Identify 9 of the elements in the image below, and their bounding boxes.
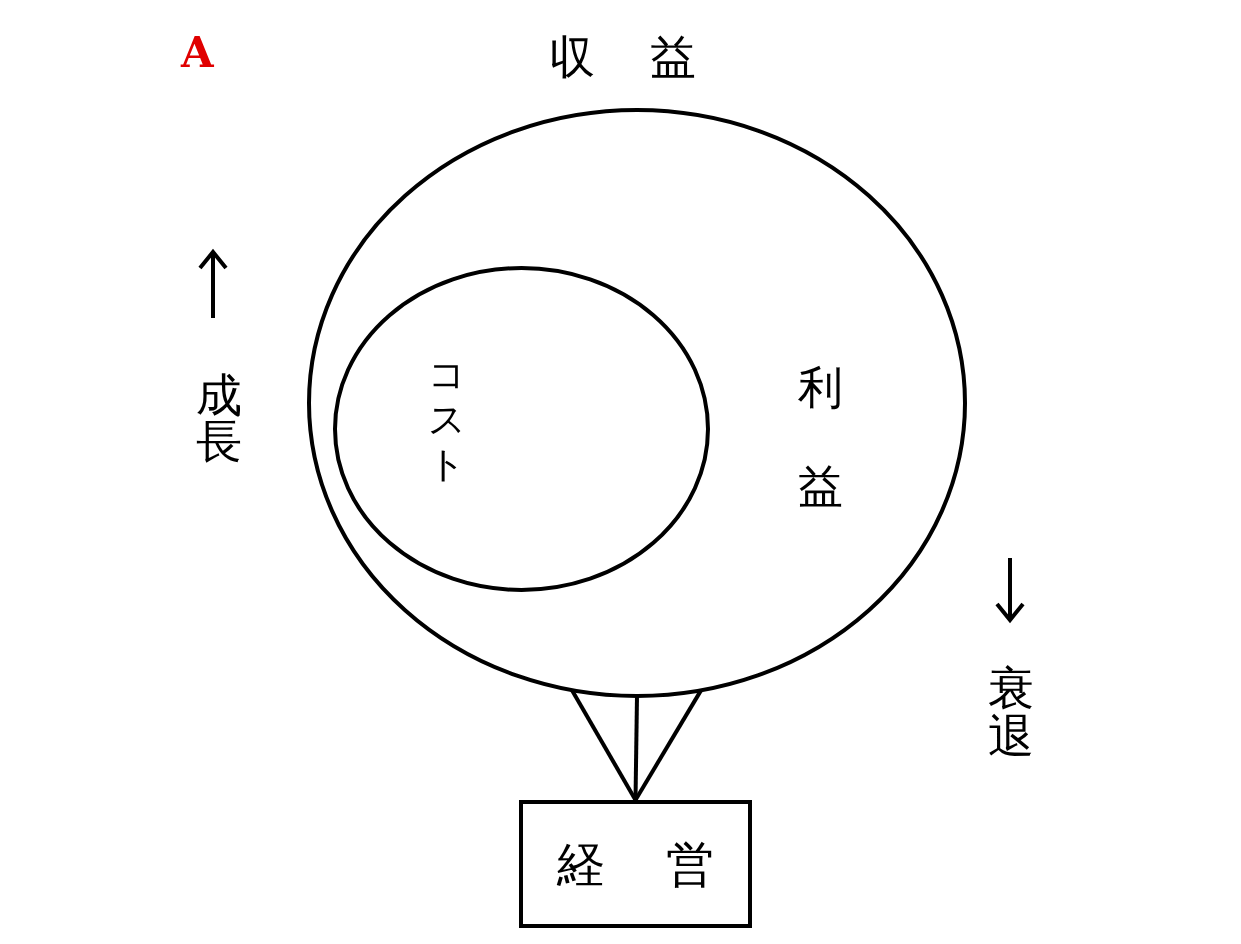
inner-ellipse [333,266,710,592]
box-label: 経 営 [556,837,715,891]
side-label: 衰退 [988,664,1034,761]
ellipse-label: コスト [428,352,465,488]
panel-letter: A [181,30,214,77]
side-label: 成長 [196,372,242,464]
process-box [519,800,752,928]
region-label: 利益 [798,360,843,515]
ellipse-heading: 収 益 [549,32,696,83]
